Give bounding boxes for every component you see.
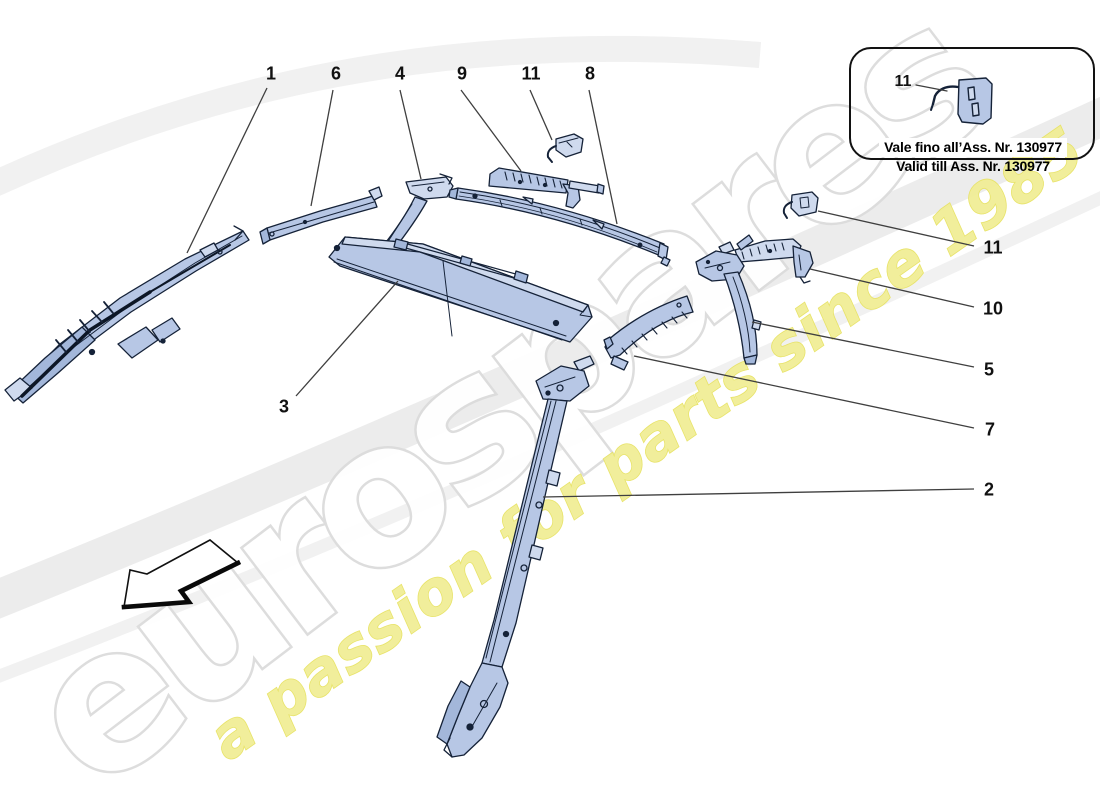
- leader-3: [295, 280, 399, 397]
- leader-6: [310, 89, 334, 207]
- callout-3: 3: [278, 396, 290, 417]
- part-8-side-rail-drawing: [448, 187, 671, 267]
- part-3-roof-panel-drawing: [328, 236, 593, 343]
- part-2-b-pillar-drawing: [436, 355, 595, 758]
- leader-1: [186, 87, 268, 254]
- validity-note: Vale fino all’Ass. Nr. 130977 Valid till…: [853, 138, 1093, 176]
- callout-8: 8: [584, 63, 596, 84]
- part-1-a-pillar-drawing: [4, 225, 250, 404]
- callout-2: 2: [983, 479, 995, 500]
- inset-leader-11: [915, 84, 948, 92]
- callout-6: 6: [330, 63, 342, 84]
- leader-lines: [186, 87, 975, 498]
- inset-part-11-drawing: [915, 77, 993, 125]
- callout-10: 10: [982, 298, 1004, 319]
- part-11-clip-right-drawing: [782, 191, 819, 219]
- swoosh-curve-secondary: [0, 191, 1100, 683]
- leader-7: [633, 355, 975, 429]
- leader-11-top: [529, 89, 553, 141]
- swoosh-curve-main: [0, 96, 1100, 619]
- inset-callout-11: 11: [894, 73, 912, 90]
- leader-10: [809, 268, 975, 308]
- validity-note-italian: Vale fino all’Ass. Nr. 130977: [879, 138, 1067, 157]
- part-7-arch-reinforcement-drawing: [603, 295, 694, 371]
- validity-inset-box: [849, 47, 1095, 160]
- part-11-clip-top-drawing: [546, 133, 584, 163]
- direction-arrow: [121, 539, 242, 610]
- callout-5: 5: [983, 359, 995, 380]
- leader-5: [751, 321, 975, 368]
- callout-11-top: 11: [521, 63, 541, 84]
- callout-11-right: 11: [983, 237, 1003, 258]
- leader-2: [542, 488, 975, 498]
- part-6-header-rail-drawing: [259, 186, 383, 245]
- callout-7: 7: [984, 419, 996, 440]
- callout-9: 9: [456, 63, 468, 84]
- callout-4: 4: [394, 63, 406, 84]
- leader-9: [460, 89, 522, 172]
- validity-note-english: Valid till Ass. Nr. 130977: [896, 158, 1050, 174]
- swoosh-curve-top: [0, 35, 762, 196]
- part-10-bracket-drawing: [734, 234, 814, 284]
- part-9-roof-rail-drawing: [488, 167, 605, 209]
- part-5-quarter-pillar-drawing: [695, 241, 762, 365]
- callout-1: 1: [265, 63, 277, 84]
- leader-4: [399, 89, 422, 180]
- leader-8: [588, 89, 618, 225]
- leader-11-right: [817, 210, 975, 247]
